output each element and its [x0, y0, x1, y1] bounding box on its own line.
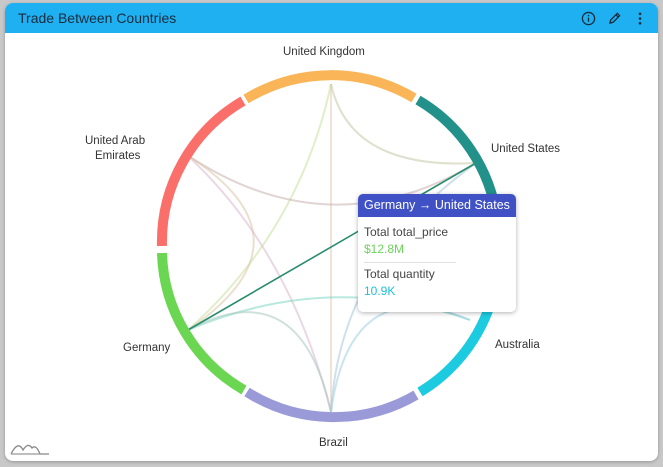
edit-pencil-icon[interactable]: [606, 10, 622, 26]
arc-uae: [156, 96, 246, 247]
info-icon[interactable]: [580, 10, 596, 26]
widget-title: Trade Between Countries: [18, 10, 177, 26]
link-uae-germany: [186, 154, 255, 331]
link-uk-germany: [187, 83, 332, 331]
label-australia: Australia: [495, 339, 540, 351]
brand-logo-icon: [10, 438, 50, 461]
tooltip-metric1-label: Total total_price: [364, 225, 449, 239]
tooltip-metric1-value: $12.8M: [364, 242, 405, 256]
tooltip-metric2-value: 10.9K: [364, 284, 396, 298]
label-brazil: Brazil: [319, 437, 348, 449]
tooltip-metric2-label: Total quantity: [364, 267, 435, 281]
label-united-kingdom: United Kingdom: [283, 46, 365, 58]
tooltip-title: Germany → United States: [358, 194, 516, 217]
link-uae-brazil: [186, 154, 332, 413]
link-brazil-australia: [330, 306, 471, 413]
arc-united-kingdom: [243, 70, 417, 104]
tooltip-divider: [364, 262, 456, 263]
label-germany: Germany: [123, 342, 171, 354]
link-uk-us: [330, 83, 477, 165]
arc-brazil: [244, 387, 419, 423]
link-uae-us: [186, 154, 477, 206]
chart-tooltip: Germany → United States Total total_pric…: [358, 194, 516, 312]
link-germany-brazil: [187, 311, 332, 413]
label-uae-line2: Emirates: [95, 150, 141, 162]
label-united-states: United States: [491, 143, 561, 155]
more-vertical-icon[interactable]: [632, 10, 648, 26]
arc-germany: [157, 252, 247, 395]
label-uae-line1: United Arab: [85, 135, 146, 147]
link-germany-us-highlight: [187, 162, 477, 331]
widget-header: Trade Between Countries: [5, 3, 658, 33]
